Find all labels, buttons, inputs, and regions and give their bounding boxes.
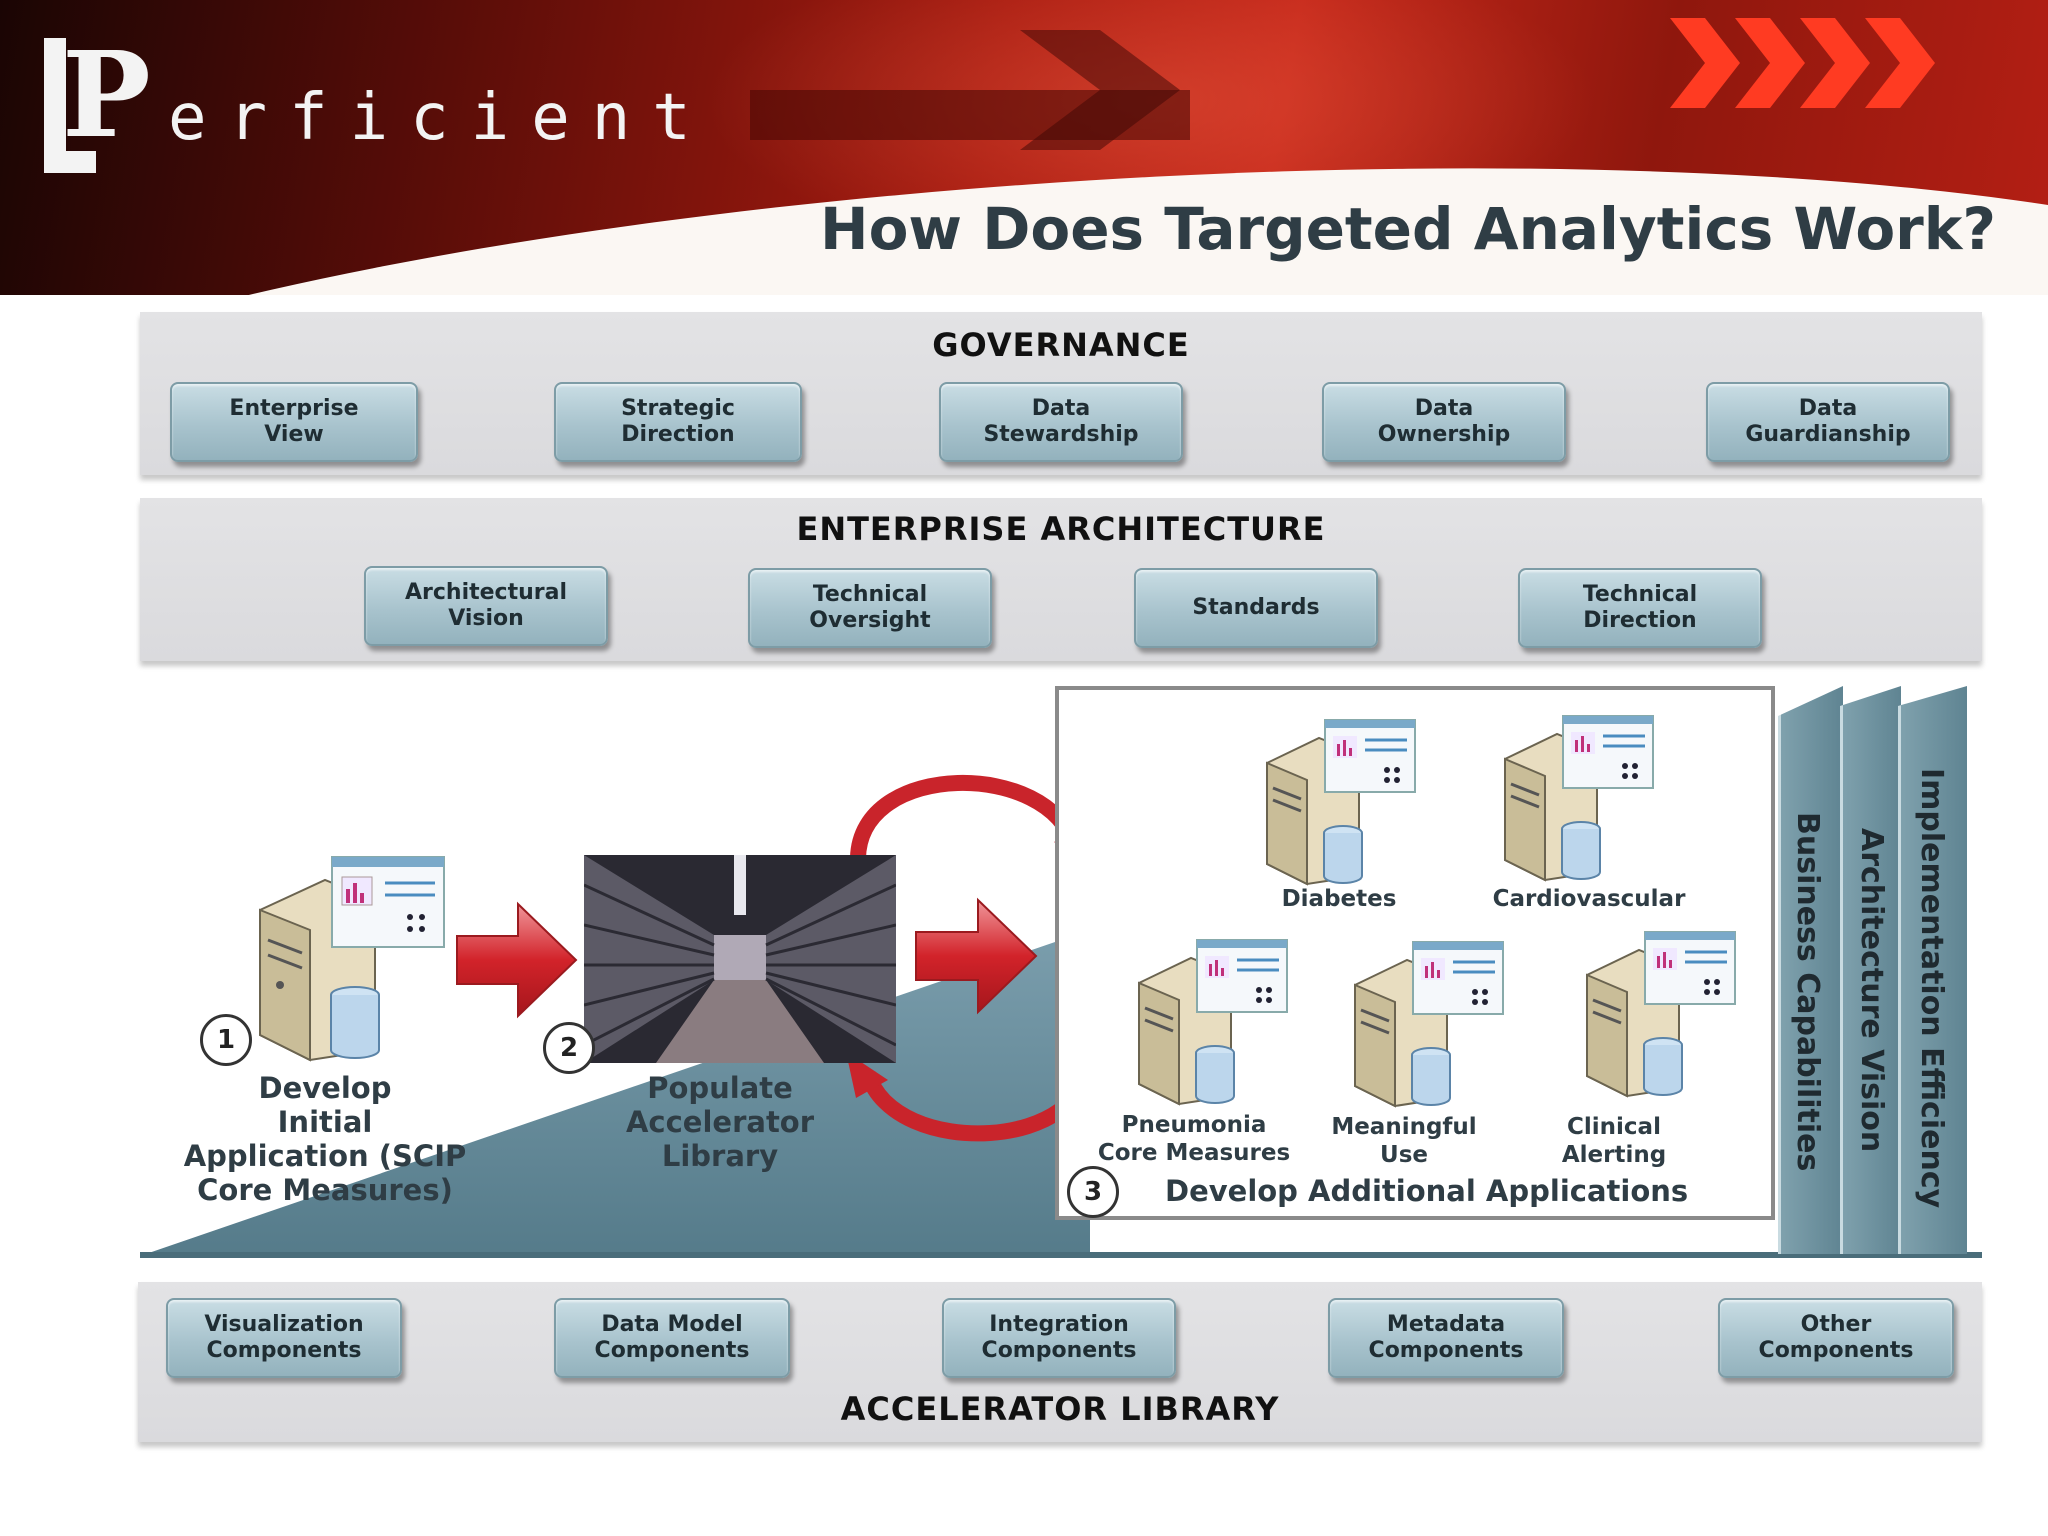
ea-item-technical-oversight[interactable]: Technical Oversight bbox=[748, 568, 992, 648]
enterprise-architecture-panel: ENTERPRISE ARCHITECTURE Architectural Vi… bbox=[140, 498, 1982, 661]
library-item-data-model[interactable]: Data Model Components bbox=[554, 1298, 790, 1378]
band-implementation-efficiency bbox=[1898, 686, 1967, 1254]
logo-frame-foot bbox=[44, 151, 96, 173]
ea-item-technical-direction[interactable]: Technical Direction bbox=[1518, 568, 1762, 648]
app-label-meaningful-use: Meaningful Use bbox=[1331, 1114, 1477, 1168]
warehouse-aisle-image bbox=[584, 855, 896, 1063]
step-2-badge: 2 bbox=[543, 1022, 595, 1074]
server-icon-diabetes bbox=[1266, 719, 1416, 886]
cycle-arrow-bottom-head bbox=[846, 1052, 888, 1098]
library-item-visualization[interactable]: Visualization Components bbox=[166, 1298, 402, 1378]
band-label-architecture-vision: Architecture Vision bbox=[1854, 828, 1889, 1153]
band-business-capabilities bbox=[1778, 686, 1843, 1254]
ea-item-architectural-vision[interactable]: Architectural Vision bbox=[364, 566, 608, 646]
ramp-baseline bbox=[140, 1252, 1982, 1258]
accelerator-library-photo bbox=[584, 855, 896, 1063]
step-2-label: Populate Accelerator Library bbox=[625, 1071, 815, 1173]
library-item-metadata[interactable]: Metadata Components bbox=[1328, 1298, 1564, 1378]
accelerator-library-title: ACCELERATOR LIBRARY bbox=[840, 1390, 1280, 1428]
logo-wordmark: erficient bbox=[168, 81, 713, 155]
step-1-label: Develop Initial Application (SCIP Core M… bbox=[183, 1071, 467, 1207]
governance-panel: GOVERNANCE Enterprise View Strategic Dir… bbox=[140, 312, 1982, 475]
page-title: How Does Targeted Analytics Work? bbox=[820, 195, 1996, 263]
arrow-step2-to-step3 bbox=[915, 897, 1038, 1015]
library-item-integration[interactable]: Integration Components bbox=[942, 1298, 1176, 1378]
chevrons-decoration bbox=[1670, 18, 1935, 108]
governance-item-enterprise-view[interactable]: Enterprise View bbox=[170, 382, 418, 462]
accelerator-library-panel: Visualization Components Data Model Comp… bbox=[138, 1282, 1982, 1442]
server-icon-pneumonia bbox=[1138, 939, 1288, 1106]
cycle-arrow-top bbox=[850, 775, 1082, 859]
logo-initial: P bbox=[62, 25, 151, 164]
header-banner bbox=[0, 0, 2048, 295]
app-label-pneumonia: Pneumonia Core Measures bbox=[1097, 1112, 1291, 1166]
server-icon-clinical-alerting bbox=[1586, 931, 1736, 1098]
server-icon-meaningful-use bbox=[1354, 941, 1504, 1108]
enterprise-architecture-title: ENTERPRISE ARCHITECTURE bbox=[796, 510, 1326, 548]
arrow-step1-to-step2 bbox=[456, 901, 578, 1019]
band-label-business-capabilities: Business Capabilities bbox=[1790, 812, 1825, 1172]
governance-item-data-ownership[interactable]: Data Ownership bbox=[1322, 382, 1566, 462]
step-3-label: Develop Additional Applications bbox=[1165, 1174, 1689, 1208]
header-arrow-decoration bbox=[1020, 30, 1180, 150]
app-label-cardiovascular: Cardiovascular bbox=[1492, 886, 1686, 912]
governance-item-data-stewardship[interactable]: Data Stewardship bbox=[939, 382, 1183, 462]
logo-frame bbox=[44, 38, 66, 173]
band-label-implementation-efficiency: Implementation Efficiency bbox=[1914, 768, 1949, 1209]
server-icon-initial-app bbox=[259, 856, 445, 1062]
ea-item-standards[interactable]: Standards bbox=[1134, 568, 1378, 648]
app-label-clinical-alerting: Clinical Alerting bbox=[1561, 1114, 1667, 1168]
server-icon-cardiovascular bbox=[1504, 715, 1654, 882]
additional-applications-box: Diabetes Cardiovascular Pneumonia Core M… bbox=[1055, 686, 1775, 1220]
band-architecture-vision bbox=[1840, 686, 1901, 1254]
app-label-diabetes: Diabetes bbox=[1281, 886, 1397, 912]
governance-item-strategic-direction[interactable]: Strategic Direction bbox=[554, 382, 802, 462]
governance-title: GOVERNANCE bbox=[932, 326, 1190, 364]
governance-item-data-guardianship[interactable]: Data Guardianship bbox=[1706, 382, 1950, 462]
step-3-badge: 3 bbox=[1067, 1166, 1119, 1218]
library-item-other[interactable]: Other Components bbox=[1718, 1298, 1954, 1378]
step-1-badge: 1 bbox=[200, 1014, 252, 1066]
